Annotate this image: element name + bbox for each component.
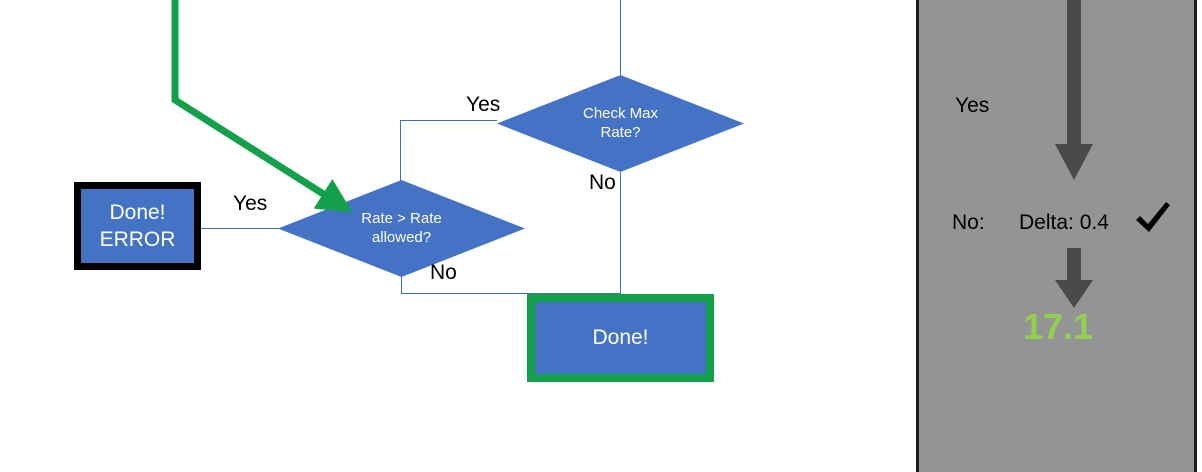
edge-label-check-yes: Yes xyxy=(466,93,501,116)
edge-label-check-no: No xyxy=(589,171,616,194)
node-done-error-label: Done! ERROR xyxy=(99,200,176,251)
side-panel: Yes No: Delta: 0.4 17.1 xyxy=(916,0,1197,472)
connector-rate-no-horizontal xyxy=(401,293,621,294)
edge-label-rate-no: No xyxy=(430,261,457,284)
decision-check-max-rate-label: Check Max Rate? xyxy=(582,105,659,141)
decision-rate-gt-rate-allowed[interactable]: Rate > Rate allowed? xyxy=(278,180,525,277)
connector-check-yes-horizontal xyxy=(400,120,497,121)
connector-into-check-max-rate xyxy=(620,0,621,75)
panel-no-label: No: xyxy=(952,211,985,234)
node-done-error[interactable]: Done! ERROR xyxy=(74,182,201,270)
connector-check-no-vertical xyxy=(620,172,621,294)
node-done[interactable]: Done! xyxy=(527,294,714,382)
connector-rate-yes-horizontal xyxy=(198,228,303,229)
connector-check-yes-vertical xyxy=(400,120,401,204)
decision-check-max-rate[interactable]: Check Max Rate? xyxy=(497,75,744,172)
decision-rate-gt-rate-allowed-label: Rate > Rate allowed? xyxy=(361,210,442,246)
edge-label-rate-yes: Yes xyxy=(233,192,268,215)
node-done-label: Done! xyxy=(592,326,649,350)
panel-delta-label: Delta: 0.4 xyxy=(1019,211,1109,234)
down-arrow-icon-top xyxy=(1055,0,1093,180)
panel-yes-label: Yes xyxy=(955,94,990,117)
panel-result-value: 17.1 xyxy=(1023,306,1094,347)
check-mark-icon xyxy=(1136,202,1170,232)
down-arrow-icon-bottom xyxy=(1055,248,1093,308)
green-highlight-arrow xyxy=(171,0,353,213)
